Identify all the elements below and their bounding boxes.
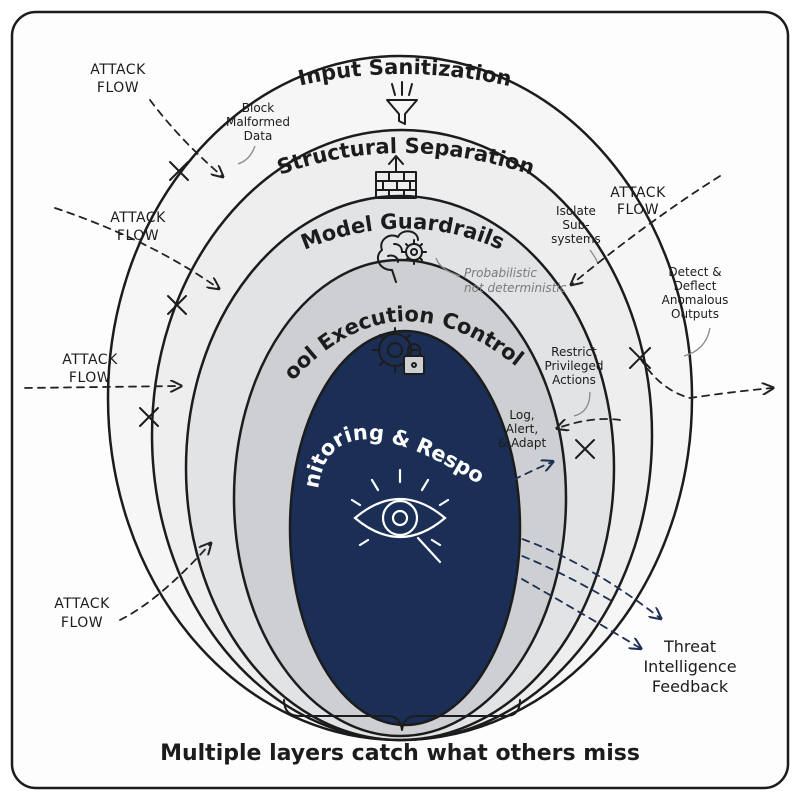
attack-arrow-restrict [558,418,621,428]
svg-text:ATTACK: ATTACK [110,210,166,226]
svg-text:Detect &: Detect & [668,265,721,279]
attack-arrow-5 [572,175,721,284]
svg-text:FLOW: FLOW [617,202,659,218]
attack-arrow-1 [149,99,222,176]
svg-text:systems: systems [551,232,601,246]
attack-label-5: ATTACK FLOW [610,185,666,218]
attack-label-3: ATTACK FLOW [62,352,118,386]
blocked-mark-4 [629,347,651,369]
svg-text:FLOW: FLOW [117,228,159,244]
note-isolate-subsystems: Isolate Sub- systems [551,204,601,246]
svg-text:Probabilistic: Probabilistic [464,266,537,280]
note-restrict-pointer [573,391,591,417]
firewall-icon [375,155,417,199]
svg-text:Sub-: Sub- [562,218,589,232]
note-probabilistic-pointer [435,257,461,277]
svg-text:Log,: Log, [509,408,534,422]
svg-text:not deterministic: not deterministic [464,281,567,295]
eye-magnifier-icon [350,468,450,564]
monitor-out-arrow-3 [487,559,640,648]
gear-lock-icon [372,327,425,375]
svg-text:Anomalous: Anomalous [662,293,729,307]
svg-text:Feedback: Feedback [652,677,729,696]
feedback-in-arrow [458,536,611,601]
blocked-mark-1 [169,161,189,181]
svg-text:Intelligence: Intelligence [643,657,736,676]
svg-text:Deflect: Deflect [674,279,717,293]
svg-text:FLOW: FLOW [61,615,103,631]
attack-arrow-2 [54,207,218,288]
svg-text:ATTACK: ATTACK [90,62,146,78]
core-monitoring-response [288,329,522,727]
note-detect-deflect: Detect & Deflect Anomalous Outputs [662,265,729,321]
svg-text:Threat: Threat [663,637,716,656]
attack-label-4: ATTACK FLOW [54,596,110,631]
attack-arrow-4 [119,544,210,621]
svg-text:FLOW: FLOW [97,80,139,96]
svg-text:Data: Data [244,129,273,143]
svg-text:Block: Block [242,101,275,115]
blocked-mark-2 [167,295,187,315]
note-log-alert-adapt: Log, Alert, & Adapt [498,408,547,450]
svg-text:Actions: Actions [552,373,596,387]
svg-text:ATTACK: ATTACK [610,185,666,201]
note-restrict-actions: Restrict Privileged Actions [544,345,603,387]
attack-label-1: ATTACK FLOW [90,62,146,96]
svg-text:ATTACK: ATTACK [62,352,118,368]
svg-text:Outputs: Outputs [671,307,719,321]
svg-text:ATTACK: ATTACK [54,596,110,612]
monitor-out-arrow-2 [459,521,660,618]
footer-caption: Multiple layers catch what others miss [160,741,640,766]
note-block-pointer [237,145,256,165]
funnel-icon [386,81,418,125]
svg-text:Malformed: Malformed [226,115,290,129]
svg-text:& Adapt: & Adapt [498,436,547,450]
brain-gear-icon [376,230,427,283]
note-detect-pointer [683,327,711,357]
bottom-brace [283,699,521,731]
attack-arrow-3 [24,386,180,388]
monitor-out-arrow-1 [455,462,552,511]
attack-arrow-deflect [639,357,772,399]
note-probabilistic: Probabilistic not deterministic [464,266,567,295]
blocked-mark-5 [575,439,595,459]
svg-text:Alert,: Alert, [506,422,538,436]
svg-text:FLOW: FLOW [69,370,111,386]
attack-label-2: ATTACK FLOW [110,210,166,244]
svg-text:Isolate: Isolate [556,204,596,218]
threat-intelligence-label: Threat Intelligence Feedback [643,637,736,696]
blocked-mark-3 [139,407,159,427]
note-block-malformed: Block Malformed Data [226,101,290,143]
svg-text:Privileged: Privileged [544,359,603,373]
svg-text:Restrict: Restrict [551,345,597,359]
